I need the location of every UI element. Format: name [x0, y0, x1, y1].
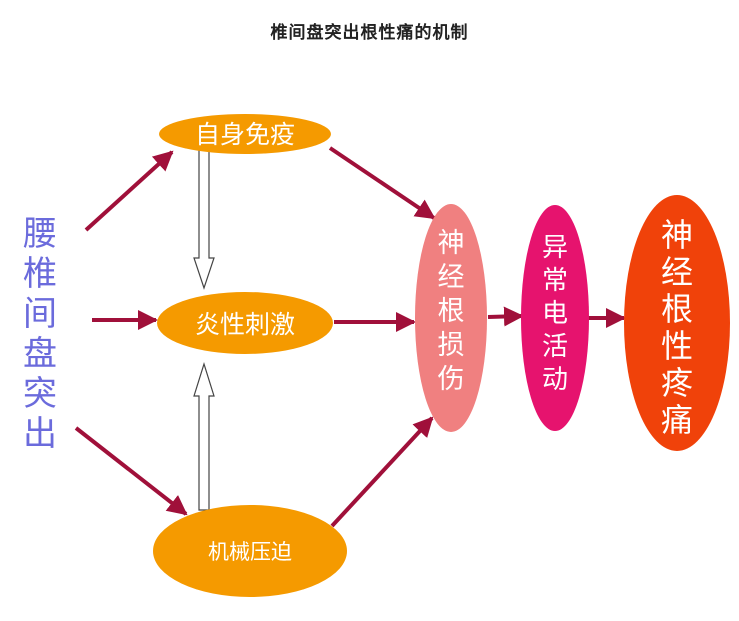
- v-nerve-char: 伤: [438, 364, 465, 395]
- node-compression-label: 机械压迫: [208, 540, 292, 564]
- v-pain-char: 根: [661, 290, 693, 328]
- hollow-arrow-up: [193, 361, 215, 511]
- arrow-compression-nerve: [330, 416, 434, 528]
- v-nerve-char: 损: [438, 330, 465, 361]
- node-inflammation-label: 炎性刺激: [195, 310, 295, 339]
- v-activity-char: 常: [542, 266, 568, 296]
- source-label-char: 出: [23, 414, 57, 454]
- source-label-char: 突: [23, 374, 57, 414]
- node-immune: 自身免疫: [159, 114, 331, 154]
- v-pain-char: 痛: [661, 401, 693, 439]
- arrow-nerve-activity: [487, 306, 524, 327]
- source-label-char: 间: [23, 294, 57, 334]
- v-pain-char: 疼: [661, 364, 693, 402]
- node-immune-label: 自身免疫: [195, 120, 295, 149]
- v-activity-char: 活: [542, 332, 568, 362]
- source-label-char: 盘: [23, 334, 57, 374]
- hollow-arrow-down: [193, 149, 215, 290]
- flow-arrows: [74, 146, 626, 528]
- v-pain-char: 神: [661, 216, 693, 254]
- diagram-title: 椎间盘突出根性痛的机制: [270, 23, 469, 43]
- v-activity-char: 电: [542, 299, 568, 329]
- v-nerve-char: 根: [438, 296, 465, 327]
- v-nerve-char: 神: [438, 228, 465, 259]
- v-activity-char: 异: [542, 233, 568, 263]
- arrow-immune-nerve: [328, 146, 436, 220]
- source-label-char: 椎: [23, 254, 57, 294]
- source-label-char: 腰: [23, 214, 57, 254]
- source-label: 腰椎间盘突出: [18, 214, 62, 454]
- v-nerve-char: 经: [438, 262, 465, 293]
- v-activity-char: 动: [542, 365, 568, 395]
- v-pain-char: 性: [661, 327, 693, 365]
- node-compression: 机械压迫: [153, 505, 347, 597]
- arrow-source-compression: [74, 426, 188, 516]
- hollow-arrows: [193, 149, 215, 511]
- v-pain-char: 经: [661, 253, 693, 291]
- arrow-source-immune: [84, 150, 174, 232]
- node-inflammation: 炎性刺激: [157, 292, 333, 354]
